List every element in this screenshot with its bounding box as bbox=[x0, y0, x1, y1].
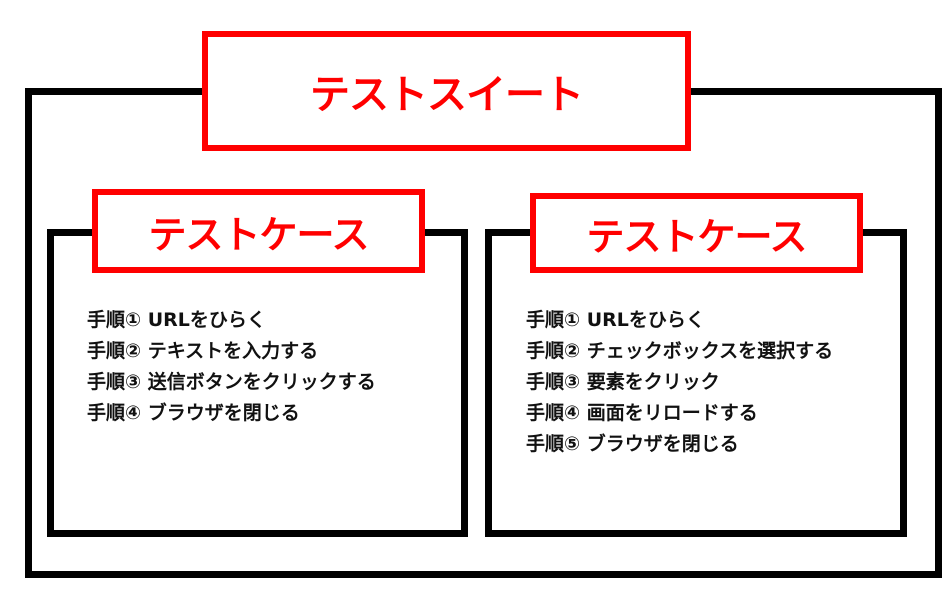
test-case-box-1 bbox=[47, 229, 468, 537]
step-item: 手順④ ブラウザを閉じる bbox=[87, 402, 300, 424]
test-suite-title: テストスイート bbox=[202, 31, 691, 151]
test-case-title-2: テストケース bbox=[530, 193, 863, 273]
test-case-steps-1: 手順① URLをひらく 手順② テキストを入力する 手順③ 送信ボタンをクリック… bbox=[87, 305, 376, 429]
step-item: 手順② チェックボックスを選択する bbox=[526, 340, 834, 362]
step-item: 手順③ 送信ボタンをクリックする bbox=[87, 371, 376, 393]
step-item: 手順③ 要素をクリック bbox=[526, 371, 720, 393]
test-case-title-1: テストケース bbox=[92, 189, 425, 273]
step-item: 手順② テキストを入力する bbox=[87, 340, 319, 362]
step-item: 手順⑤ ブラウザを閉じる bbox=[526, 433, 739, 455]
test-case-steps-2: 手順① URLをひらく 手順② チェックボックスを選択する 手順③ 要素をクリッ… bbox=[526, 305, 833, 460]
step-item: 手順① URLをひらく bbox=[87, 309, 266, 331]
step-item: 手順① URLをひらく bbox=[526, 309, 705, 331]
test-case-box-2 bbox=[485, 229, 907, 537]
step-item: 手順④ 画面をリロードする bbox=[526, 402, 758, 424]
